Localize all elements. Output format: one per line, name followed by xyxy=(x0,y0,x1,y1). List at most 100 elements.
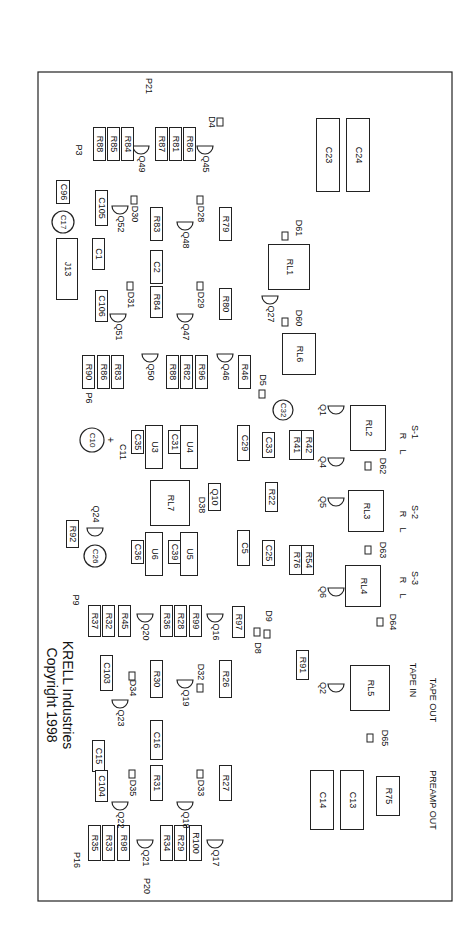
silkscreen-label: Q23 xyxy=(116,709,125,726)
transistor-symbol xyxy=(328,406,344,414)
silkscreen-label: Q19 xyxy=(181,689,190,706)
component-outline: R46 xyxy=(238,355,251,389)
component-outline: C23 xyxy=(316,118,340,192)
part-text-group: C2 xyxy=(152,261,161,273)
capacitor-symbol xyxy=(84,545,106,567)
silkscreen-label: D29 xyxy=(196,292,205,309)
part-text-group: R88 xyxy=(95,136,104,153)
component-outline: U4 xyxy=(180,425,198,469)
component-outline: RL3 xyxy=(348,490,384,532)
component-outline: C33 xyxy=(262,432,275,458)
component-outline: R88 xyxy=(93,127,106,161)
silkscreen-label: Q2 xyxy=(318,682,327,694)
part-label: R30 xyxy=(152,671,161,688)
component-outline: C2 xyxy=(150,250,163,284)
part-label: R42 xyxy=(303,437,312,454)
transistor-symbol xyxy=(112,802,128,810)
part-label: R32 xyxy=(104,613,113,630)
part-label: R100 xyxy=(191,832,200,854)
part-text-group: C5 xyxy=(239,542,248,554)
silkscreen-label: Q50 xyxy=(146,363,155,380)
component-outline: C39 xyxy=(168,540,181,564)
silkscreen-label: L xyxy=(398,527,407,532)
component-outline: R84 xyxy=(121,127,134,161)
part-label: C15 xyxy=(94,748,103,765)
diode-symbol xyxy=(217,118,223,126)
part-label: RL6 xyxy=(295,346,304,363)
silkscreen-label: Q45 xyxy=(201,155,210,172)
silkscreen-label: TAPE IN xyxy=(408,663,417,697)
silkscreen-label: Q17 xyxy=(211,849,220,866)
part-text-group: C39 xyxy=(170,544,179,561)
silkscreen-label: D32 xyxy=(196,664,205,681)
diode-symbol xyxy=(365,462,371,470)
part-label: J13 xyxy=(63,262,72,277)
part-label: R41 xyxy=(291,437,300,454)
part-label: Q10 xyxy=(210,488,219,505)
part-label: R82 xyxy=(182,364,191,381)
diode-symbol xyxy=(259,390,265,398)
silkscreen-label: D28 xyxy=(196,206,205,223)
transistor-symbol xyxy=(197,146,213,154)
component-outline: R86 xyxy=(183,127,196,161)
part-label: C33 xyxy=(264,437,273,454)
component-outline: R28 xyxy=(174,605,187,637)
part-text-group: C31 xyxy=(170,434,179,451)
transistor-symbol xyxy=(207,840,223,848)
part-text-group: R26 xyxy=(221,671,230,688)
silkscreen-label: D30 xyxy=(130,206,139,223)
component-outline: C16 xyxy=(150,720,163,760)
part-text-group: R96 xyxy=(197,364,206,381)
part-label: RL5 xyxy=(366,680,375,697)
component-outline: U5 xyxy=(180,532,198,576)
component-outline: C14 xyxy=(310,770,334,830)
diode-symbol xyxy=(197,770,203,778)
silkscreen-label: C10 xyxy=(88,433,96,448)
part-text-group: R97 xyxy=(234,614,243,631)
part-label: C14 xyxy=(318,792,327,809)
component-outline: RL5 xyxy=(350,665,390,711)
part-label: R29 xyxy=(176,835,185,852)
silkscreen-label: P9 xyxy=(71,594,80,605)
part-label: C1 xyxy=(94,248,103,260)
part-label: C104 xyxy=(97,775,106,797)
component-outline: R35 xyxy=(88,825,101,861)
part-text-group: C36 xyxy=(133,544,142,561)
part-text-group: R82 xyxy=(182,364,191,381)
transistor-symbol xyxy=(328,458,344,466)
component-outline: R31 xyxy=(150,765,163,801)
silkscreen-label: D8 xyxy=(253,642,262,654)
part-text-group: U3 xyxy=(150,441,159,453)
part-text-group: R86 xyxy=(185,136,194,153)
silkscreen-label: C17 xyxy=(59,215,67,230)
part-label: R33 xyxy=(104,835,113,852)
part-label: R90 xyxy=(84,364,93,381)
silkscreen-label: S-2 xyxy=(410,505,419,519)
transistor-symbol xyxy=(177,222,193,230)
transistor-symbol xyxy=(112,700,128,708)
silkscreen-label: D4 xyxy=(207,116,216,128)
silkscreen-label: Q51 xyxy=(114,323,123,340)
part-text-group: R42 xyxy=(303,437,312,454)
component-outline: R88 xyxy=(166,355,179,389)
silkscreen-label: Q1 xyxy=(318,404,327,416)
silkscreen-label: P20 xyxy=(142,878,151,894)
part-label: C36 xyxy=(133,544,142,561)
transistor-symbol xyxy=(328,498,344,506)
transistor-symbol xyxy=(177,802,193,810)
component-outline: R100 xyxy=(189,825,202,861)
part-text-group: C29 xyxy=(239,435,248,452)
part-text-group: R34 xyxy=(162,835,171,852)
part-label: C29 xyxy=(239,435,248,452)
part-text-group: R98 xyxy=(119,835,128,852)
part-text-group: C33 xyxy=(264,437,273,454)
part-label: R97 xyxy=(234,614,243,631)
part-label: R80 xyxy=(221,296,230,313)
part-text-group: R85 xyxy=(109,136,118,153)
component-outline: R99 xyxy=(189,605,202,637)
component-outline: R29 xyxy=(174,825,187,861)
part-label: U3 xyxy=(150,441,159,453)
part-text-group: R27 xyxy=(221,775,230,792)
transistor-symbol xyxy=(137,840,153,848)
silkscreen-label: D34 xyxy=(128,680,137,697)
